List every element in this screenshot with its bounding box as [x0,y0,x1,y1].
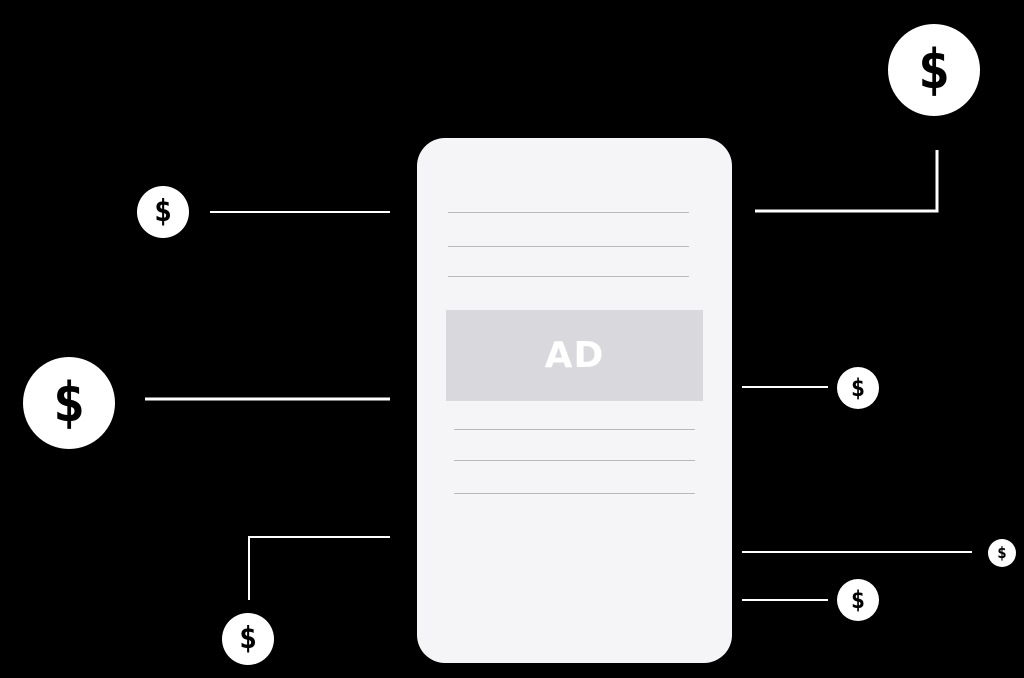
phone-screen: AD [417,138,732,663]
ad-banner: AD [446,310,703,401]
content-line [454,493,695,494]
content-line [454,460,695,461]
dollar-coin-icon: $ [222,613,274,665]
connector-right-top [755,150,939,213]
ad-label: AD [544,335,605,376]
connector-left-bottom [248,536,390,600]
dollar-coin-icon: $ [23,357,115,449]
content-line [448,276,689,277]
dollar-coin-icon: $ [837,367,879,409]
dollar-coin-icon: $ [988,539,1016,567]
dollar-coin-icon: $ [888,24,980,116]
dollar-coin-icon: $ [837,579,879,621]
content-line [448,212,689,213]
content-line [448,246,689,247]
content-line [454,429,695,430]
dollar-coin-icon: $ [137,186,189,238]
